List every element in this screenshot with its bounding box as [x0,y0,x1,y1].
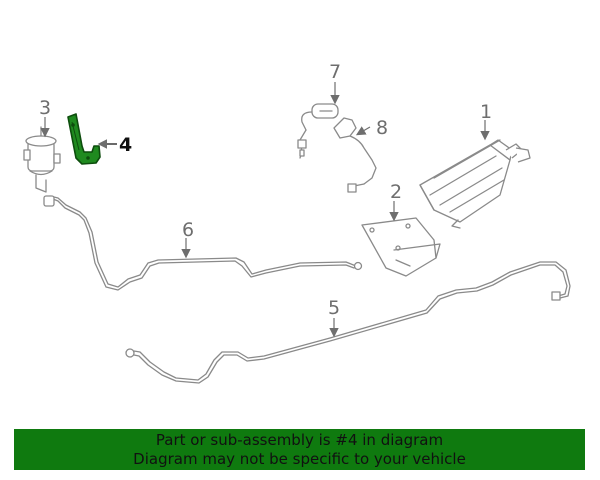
callout-2: 2 [390,181,402,203]
part-2-canister-bracket[interactable] [361,217,441,277]
part-4-bracket[interactable] [67,113,101,165]
part-1-charcoal-canister[interactable] [419,139,531,229]
info-banner: Part or sub-assembly is #4 in diagram Di… [14,429,585,470]
part-3-purge-valve[interactable] [23,126,61,193]
banner-line-1: Part or sub-assembly is #4 in diagram [155,431,444,449]
callout-3: 3 [39,97,51,119]
callout-5: 5 [328,297,340,319]
part-5-tube[interactable] [125,261,571,384]
part-8-sensor[interactable] [333,117,377,193]
part-7-oxygen-sensor[interactable] [297,103,339,159]
banner-line-2: Diagram may not be specific to your vehi… [133,450,466,468]
callout-7: 7 [329,61,341,83]
callout-6: 6 [182,219,194,241]
callout-8: 8 [376,117,388,139]
parts-diagram: 3 4 6 7 8 [23,61,571,384]
callout-4: 4 [119,134,132,156]
callout-1: 1 [480,101,492,123]
part-6-vapor-tube[interactable] [43,195,363,291]
leader-8 [355,126,371,136]
